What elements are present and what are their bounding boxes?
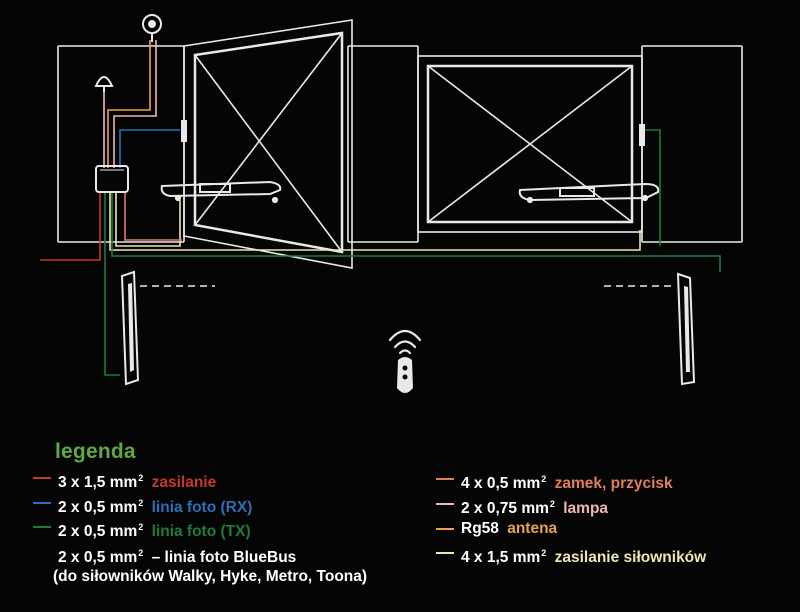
legend-sup: 2 (138, 522, 144, 532)
legend-label: zamek, przycisk (554, 475, 673, 492)
control-box-icon (95, 165, 129, 193)
legend-label: linia foto (RX) (151, 499, 253, 516)
cable-lamp-red (113, 40, 157, 168)
center-pillar (347, 45, 419, 243)
legend-item-motor-power: 4 x 1,5 mm2 zasilanie siłowników (436, 542, 707, 566)
cable-power (40, 192, 101, 261)
right-pillar (641, 45, 743, 243)
legend-item-power: 3 x 1,5 mm2 zasilanie (33, 467, 217, 491)
swatch-power (33, 477, 51, 479)
legend-spec: 3 x 1,5 mm (58, 474, 138, 491)
cable-photo-tx-right (111, 192, 721, 272)
motor-arm-icon (518, 182, 660, 204)
right-gate-leaf (417, 55, 643, 233)
swatch-photo-rx (33, 502, 51, 504)
cable-antenna (107, 40, 151, 168)
legend-sup: 2 (138, 548, 144, 558)
legend-item-lamp: 2 x 0,75 mm2 lampa (436, 493, 609, 517)
legend-sup: 2 (541, 548, 547, 558)
legend-label: linia foto (TX) (151, 523, 251, 540)
photocell-icon (676, 272, 696, 386)
remote-control-icon (388, 329, 422, 393)
cable-right-hinge (645, 129, 661, 246)
legend-spec: 4 x 0,5 mm (461, 475, 541, 492)
left-gate-leaf (183, 19, 353, 269)
swatch-lock (436, 478, 454, 480)
motor-arm-icon (160, 180, 282, 204)
left-hinge (181, 120, 187, 142)
antenna-icon (142, 14, 162, 42)
legend-spec: 4 x 1,5 mm (461, 549, 541, 566)
right-hinge (639, 124, 645, 146)
swatch-motor-power (436, 552, 454, 554)
legend-spec: 2 x 0,5 mm (58, 499, 138, 516)
legend-spec: 2 x 0,5 mm (58, 523, 138, 540)
swatch-antenna (436, 528, 454, 530)
legend-spec: 2 x 0,5 mm (58, 549, 138, 566)
cable-photo-tx (104, 192, 120, 376)
swatch-lamp (436, 503, 454, 505)
legend-label: zasilanie (151, 474, 217, 491)
legend-item-antenna: Rg58 antena (436, 518, 558, 540)
cable-photo-rx (119, 129, 180, 168)
cable-motor-left (115, 192, 181, 247)
cable-motor-power (109, 192, 641, 251)
legend-title: legenda (55, 440, 136, 463)
legend-label: antena (507, 520, 558, 537)
legend-label: zasilanie siłowników (554, 549, 707, 566)
lamp-icon (94, 76, 114, 92)
legend-spec: 2 x 0,75 mm (461, 500, 549, 517)
legend-bluebus-note: (do siłowników Walky, Hyke, Metro, Toona… (53, 568, 368, 585)
photocell-icon (120, 270, 140, 386)
legend-spec: Rg58 (461, 520, 499, 537)
legend-item-bluebus: 2 x 0,5 mm2 – linia foto BlueBus (58, 542, 297, 566)
cable-lock (124, 192, 182, 241)
legend-sup: 2 (138, 498, 144, 508)
legend-label: – linia foto BlueBus (151, 549, 297, 566)
legend-item-lock: 4 x 0,5 mm2 zamek, przycisk (436, 468, 673, 492)
legend-item-photo-rx: 2 x 0,5 mm2 linia foto (RX) (33, 492, 253, 516)
legend-label: lampa (563, 500, 609, 517)
legend-item-photo-tx: 2 x 0,5 mm2 linia foto (TX) (33, 516, 251, 540)
legend-sup: 2 (549, 499, 555, 509)
left-pillar (57, 45, 185, 243)
legend-sup: 2 (138, 473, 144, 483)
swatch-photo-tx (33, 526, 51, 528)
cables (40, 40, 721, 376)
legend-sup: 2 (541, 474, 547, 484)
